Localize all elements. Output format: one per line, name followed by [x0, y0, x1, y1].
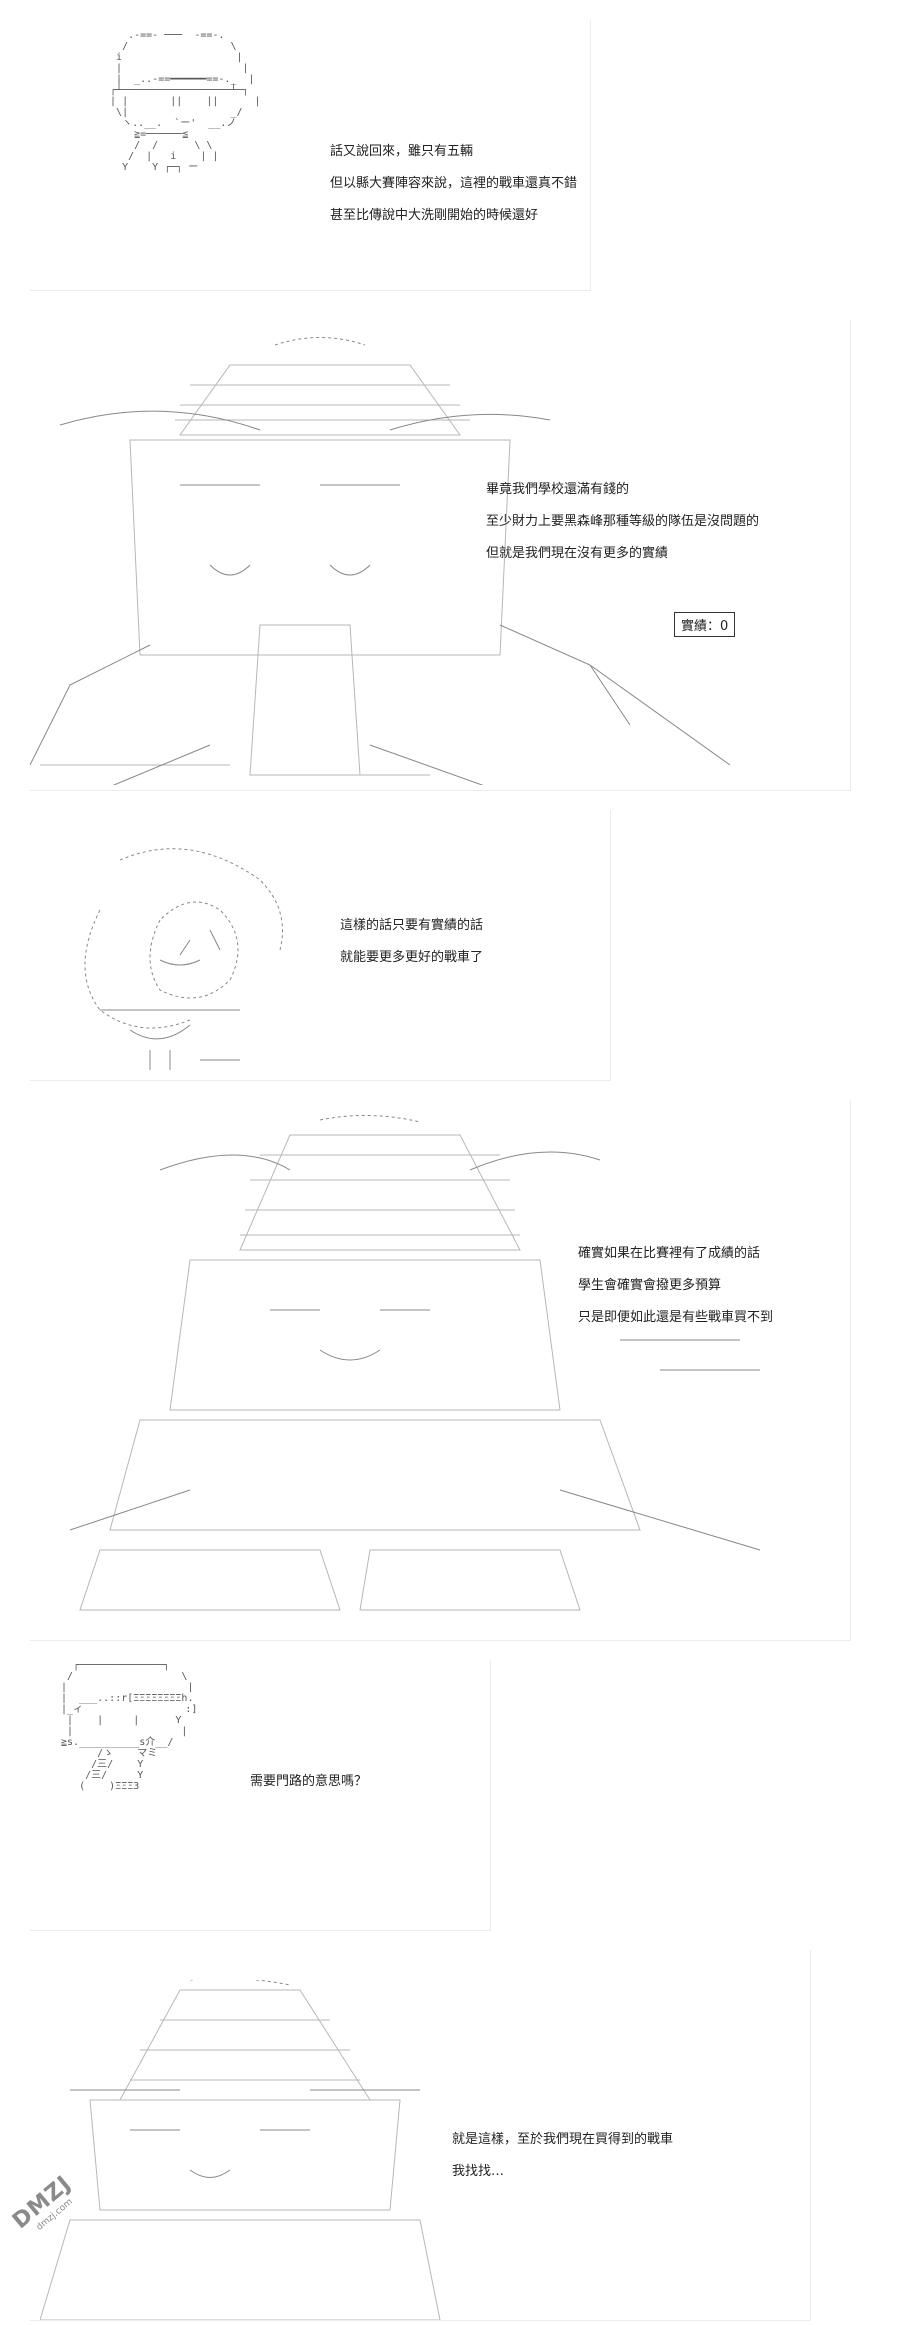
panel-1-dialog: 話又說回來，雖只有五輛 但以縣大賽陣容來說，這裡的戰車還真不錯 甚至比傳說中大洗… [330, 136, 577, 232]
panel-5-dialog: 需要門路的意思嗎？ [250, 1766, 367, 1798]
panel-2-frame [30, 320, 851, 791]
dialog-line: 確實如果在比賽裡有了成績的話 [578, 1246, 761, 1261]
dialog-line: 就是這樣，至於我們現在買得到的戰車 [452, 2132, 674, 2147]
panel-4-frame [30, 1100, 851, 1641]
panel-1-frame [30, 20, 591, 291]
dialog-line: 但就是我們現在沒有更多的實績 [486, 546, 669, 561]
dialog-line: 畢竟我們學校還滿有錢的 [486, 482, 630, 497]
panel-2-dialog: 畢竟我們學校還滿有錢的 至少財力上要黑森峰那種等級的隊伍是沒問題的 但就是我們現… [486, 474, 759, 570]
panel-2-ascii-art [30, 337, 731, 785]
panel-6-dialog: 就是這樣，至於我們現在買得到的戰車 我找找… [452, 2124, 673, 2188]
dialog-line: 就能要更多更好的戰車了 [340, 950, 484, 965]
panel-6-ascii-art [40, 1980, 441, 2320]
panel-3-dialog: 這樣的話只要有實績的話 就能要更多更好的戰車了 [340, 910, 483, 974]
panel-1-ascii-art: .-==- ─── -==-. / \ i | | | | _..-==━━━━… [110, 30, 261, 173]
panel-5-ascii-art: ┌──────────────┐ / \ | | | ___..::r[ΞΞΞΞ… [61, 1660, 198, 1792]
dialog-line: 但以縣大賽陣容來說，這裡的戰車還真不錯 [330, 176, 578, 191]
achievement-counter-box: 實績：0 [674, 612, 736, 637]
panel-6-frame [30, 1950, 811, 2321]
panel-3-frame [30, 810, 611, 1081]
panel-5-frame [30, 1660, 491, 1931]
dialog-line: 需要門路的意思嗎？ [250, 1774, 368, 1789]
dialog-line: 學生會確實會撥更多預算 [578, 1278, 722, 1293]
dialog-line: 這樣的話只要有實績的話 [340, 918, 484, 933]
panel-3-ascii-art [84, 848, 283, 1070]
dialog-line: 只是即便如此還是有些戰車買不到 [578, 1310, 774, 1325]
panel-4-dialog: 確實如果在比賽裡有了成績的話 學生會確實會撥更多預算 只是即便如此還是有些戰車買… [578, 1238, 773, 1334]
dialog-line: 甚至比傳說中大洗剛開始的時候還好 [330, 208, 539, 223]
panel-4-ascii-art [69, 1114, 761, 1611]
dialog-line: 我找找… [452, 2164, 505, 2179]
dialog-line: 話又說回來，雖只有五輛 [330, 144, 474, 159]
dialog-line: 至少財力上要黑森峰那種等級的隊伍是沒問題的 [486, 514, 760, 529]
